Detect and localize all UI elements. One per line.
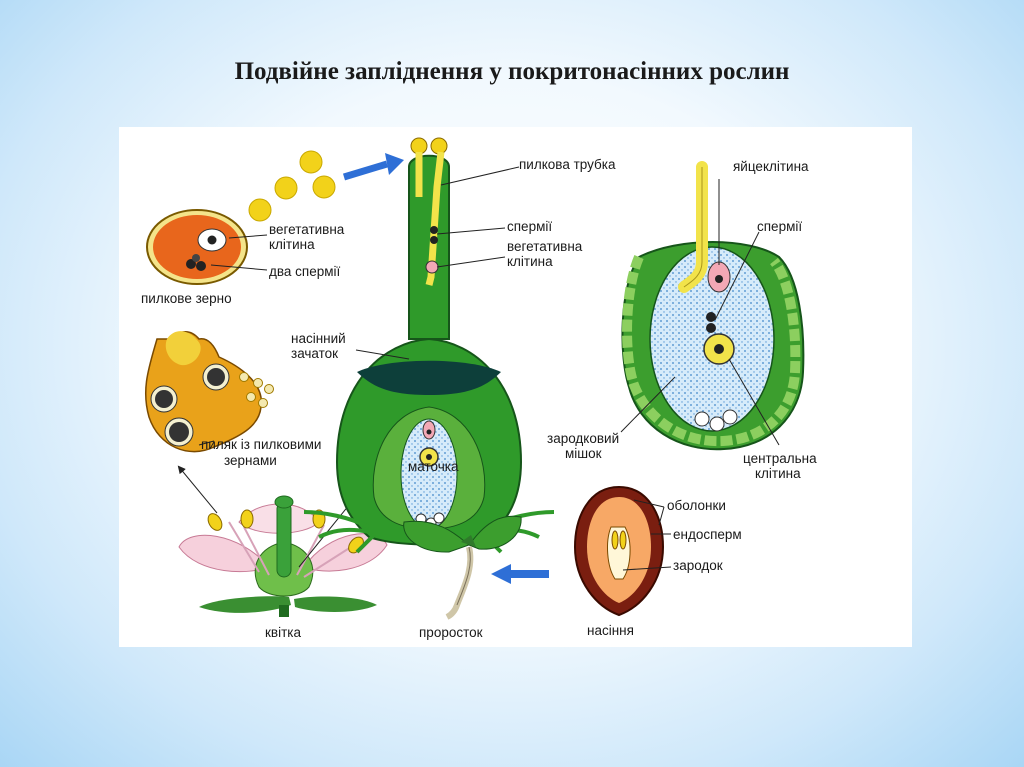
embryo-sac-detail [621,161,805,451]
anther [144,331,274,453]
label-sperms: спермії [507,219,552,234]
label-central-cell-1: центральна [743,451,817,466]
label-vegetative-cell-1: вегетативна [269,222,345,237]
label-embryo-sac-2: мішок [565,446,602,461]
label-anther-1: пиляк із пилковими [201,437,321,452]
double-fertilization-diagram: вегетативна клітина два спермії пилкове … [141,137,817,640]
label-ovule-1: насінний [291,331,346,346]
label-sperms-2: спермії [757,219,802,234]
seed [573,485,665,617]
label-pollen-grain: пилкове зерно [141,291,232,306]
label-veg-cell-b2: клітина [507,254,553,269]
label-endosperm: ендосперм [673,527,742,542]
pollen-grains [248,150,336,222]
label-coats: оболонки [667,498,726,513]
pistil [303,137,555,554]
label-ovule-2: зачаток [291,346,338,361]
label-seed: насіння [587,623,634,638]
label-flower: квітка [265,625,301,640]
label-pollen-tube: пилкова трубка [519,157,616,172]
diagram-panel: вегетативна клітина два спермії пилкове … [119,127,912,647]
label-veg-cell-b1: вегетативна [507,239,583,254]
label-anther-2: зернами [224,453,277,468]
pollen-grain [146,209,248,285]
label-two-sperms: два спермії [269,264,341,279]
label-sprout: проросток [419,625,483,640]
label-vegetative-cell-2: клітина [269,237,315,252]
flower [178,495,388,617]
label-embryo-sac-1: зародковий [547,431,619,446]
arrow-to-pistil [342,153,404,181]
label-embryo: зародок [673,558,723,573]
slide-title: Подвійне запліднення у покритонасінних р… [234,58,790,85]
label-egg-cell: яйцеклітина [733,159,809,174]
sprout [403,515,522,620]
arrow-seed-to-sprout [491,564,549,584]
label-central-cell-2: клітина [755,466,801,481]
label-pistil: маточка [408,459,459,474]
